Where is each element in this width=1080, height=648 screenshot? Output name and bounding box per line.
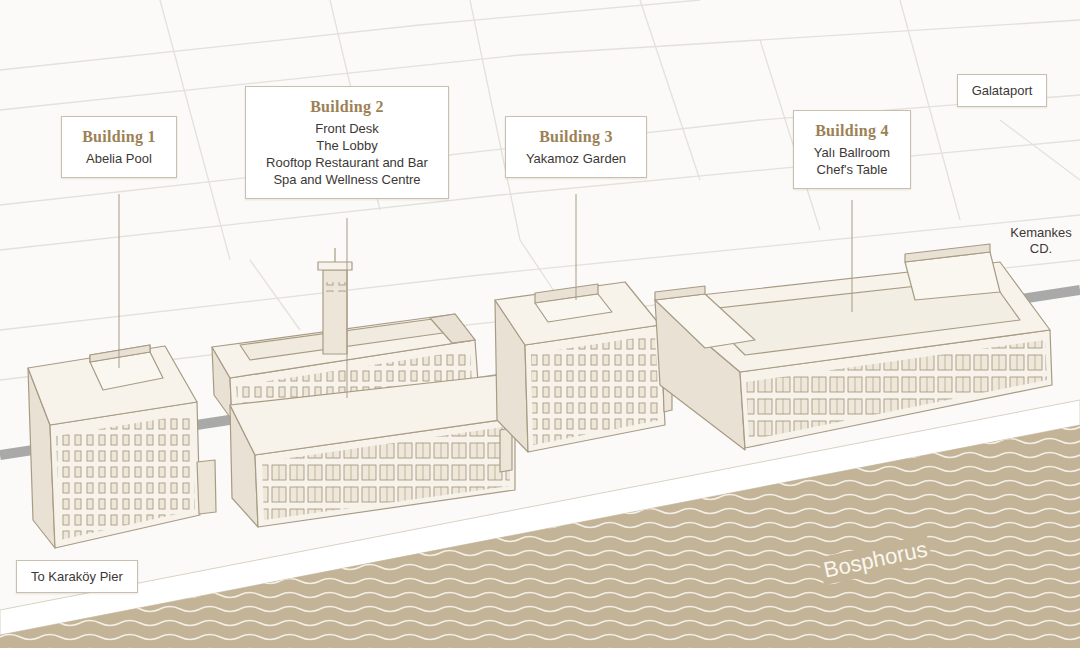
facility-name: Abelia Pool: [82, 150, 156, 167]
building-heading: Building 3: [526, 126, 626, 148]
leader-lines: [119, 194, 852, 398]
building-heading: Building 4: [814, 120, 890, 142]
building-1: [28, 345, 216, 548]
callout-box: Building 2 Front DeskThe LobbyRooftop Res…: [245, 86, 449, 199]
callout-box: Building 4 Yalı BallroomChef's Table: [793, 110, 911, 189]
facility-name: Rooftop Restaurant and Bar: [266, 154, 428, 171]
facility-name: Front Desk: [266, 120, 428, 137]
building-heading: Building 1: [82, 126, 156, 148]
callout-box: Building 3 Yakamoz Garden: [505, 116, 647, 178]
building-3: [495, 282, 672, 452]
building-heading: Building 2: [266, 96, 428, 118]
facility-name: The Lobby: [266, 137, 428, 154]
building-4: [655, 244, 1052, 450]
place-tag: Galataport: [957, 74, 1048, 107]
building-2: [212, 248, 515, 527]
facility-name: Chef's Table: [814, 161, 890, 178]
facility-name: Yakamoz Garden: [526, 150, 626, 167]
facility-name: Galataport: [972, 82, 1033, 99]
facility-name: Spa and Wellness Centre: [266, 171, 428, 188]
street-lines: [0, 0, 1080, 380]
facility-name: To Karaköy Pier: [31, 568, 123, 585]
street-name: Kemankes CD.: [1006, 224, 1076, 257]
place-tag: To Karaköy Pier: [16, 560, 138, 593]
facility-name: Yalı Ballroom: [814, 144, 890, 161]
callout-box: Building 1 Abelia Pool: [61, 116, 177, 178]
